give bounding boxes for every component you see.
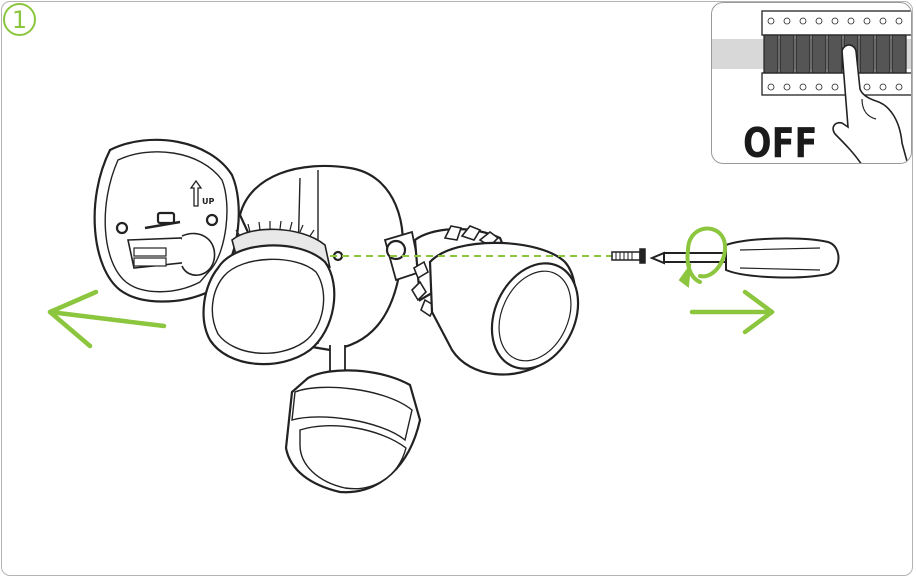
arrow-left-icon — [47, 289, 167, 349]
switch-off-label: OFF — [743, 119, 818, 164]
step-number: 1 — [11, 5, 28, 34]
breaker-panel-illustration — [712, 10, 911, 163]
step-number-badge: 1 — [3, 3, 36, 36]
floodlight-fixture — [202, 164, 580, 494]
mounting-plate — [93, 138, 240, 303]
screwdriver-icon — [649, 237, 840, 279]
up-label: UP — [202, 197, 214, 206]
rotate-arrow-icon — [678, 226, 728, 288]
arrow-right-icon — [689, 289, 775, 335]
screw-icon — [611, 248, 646, 264]
hand-icon — [832, 44, 909, 163]
breaker-panel-inset: OFF — [711, 2, 912, 164]
